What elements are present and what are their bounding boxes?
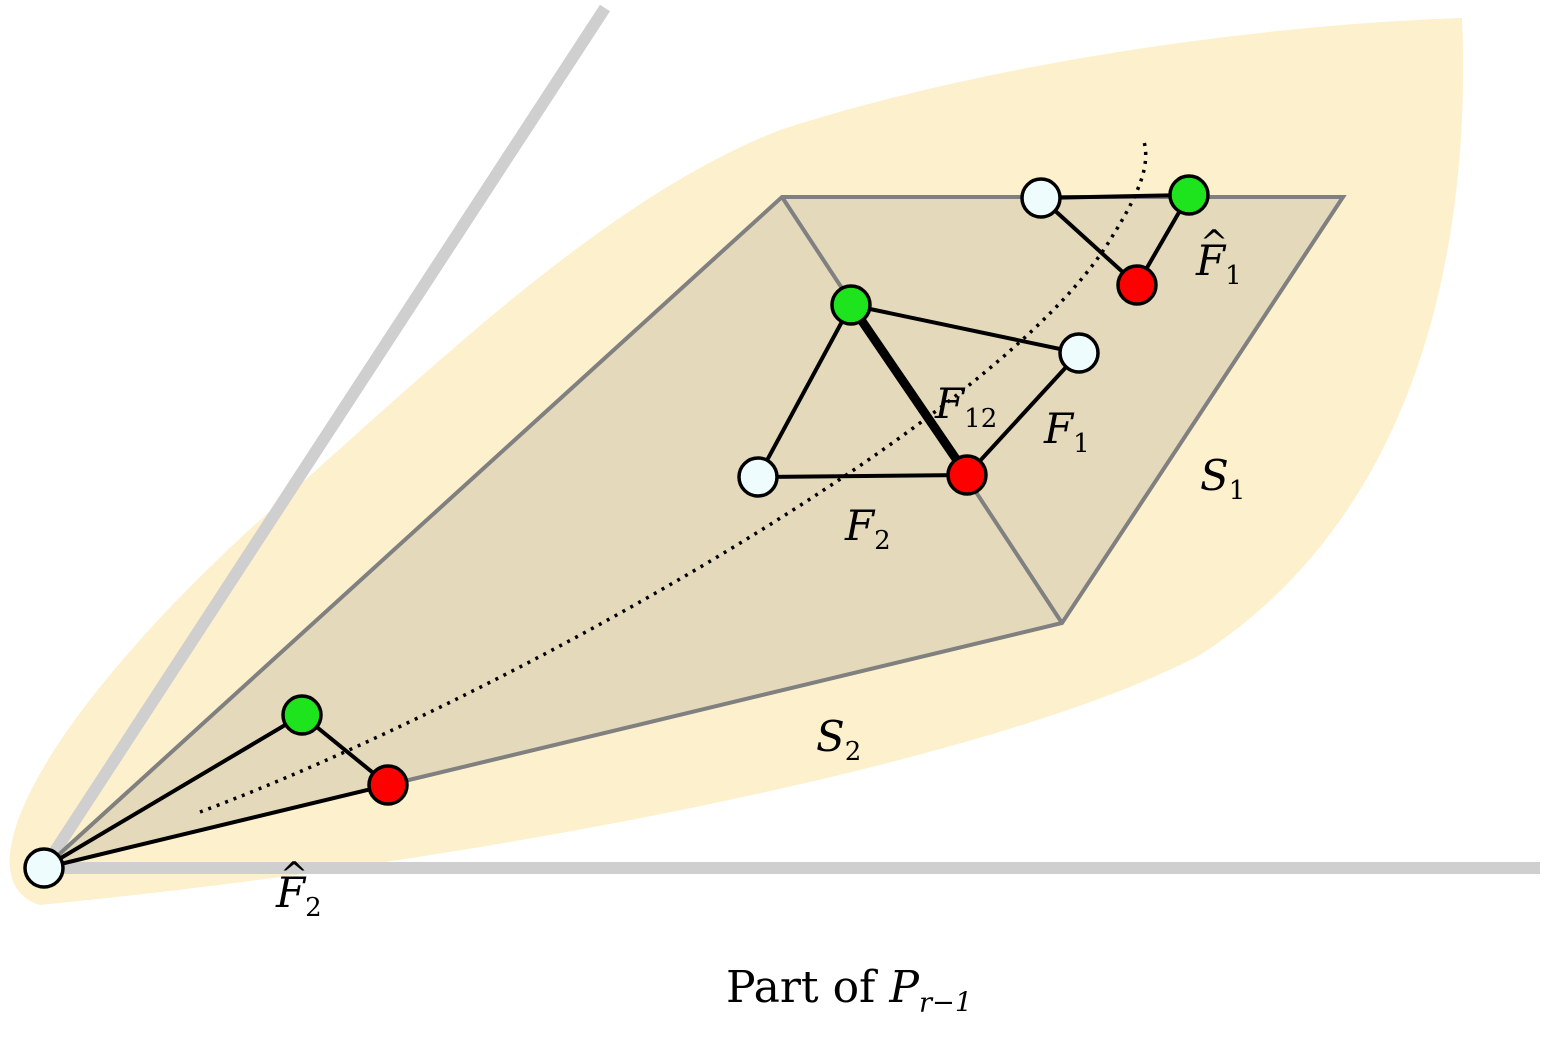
edge-f1hat-b xyxy=(1039,196,1139,287)
label-f-2: F2 xyxy=(845,501,891,557)
node-f1hat-white xyxy=(1020,177,1062,219)
edge-f1-b xyxy=(965,351,1081,477)
caption: Part of Pr−1 xyxy=(726,966,972,1017)
label-f-12: F12 xyxy=(935,379,998,435)
node-center-green xyxy=(830,284,872,326)
edge-f2-b xyxy=(757,473,968,479)
node-f2hat-red xyxy=(367,764,409,806)
node-f1hat-green xyxy=(1168,174,1210,216)
node-center-white-left xyxy=(737,456,779,498)
edge-f2hat-c xyxy=(43,783,389,870)
edge-f2-a xyxy=(756,304,853,478)
caption-symbol: P xyxy=(889,962,919,1013)
label-f-hat-1: F1 xyxy=(1196,226,1242,289)
node-f1hat-red xyxy=(1116,264,1158,306)
node-center-red xyxy=(946,454,988,496)
edge-f12 xyxy=(847,302,971,478)
edge-f2hat-a xyxy=(42,713,304,870)
gray-ray-upper xyxy=(38,4,611,872)
label-f-1: F1 xyxy=(1044,404,1090,460)
caption-subscript: r−1 xyxy=(918,987,973,1019)
node-f2hat-green xyxy=(281,694,323,736)
label-s-2: S2 xyxy=(816,712,862,768)
nodes xyxy=(23,174,1210,889)
label-s-1: S1 xyxy=(1200,451,1246,507)
edge-f1-a xyxy=(850,303,1080,355)
region-border xyxy=(42,195,1347,870)
label-f-hat-2: F2 xyxy=(276,858,322,921)
caption-prefix: Part of xyxy=(726,962,890,1013)
node-center-white-right xyxy=(1058,332,1100,374)
edge-f1hat-a xyxy=(1040,193,1190,200)
region-s1 xyxy=(782,197,1343,623)
node-apex xyxy=(23,847,65,889)
dotted-curve xyxy=(199,137,1148,814)
